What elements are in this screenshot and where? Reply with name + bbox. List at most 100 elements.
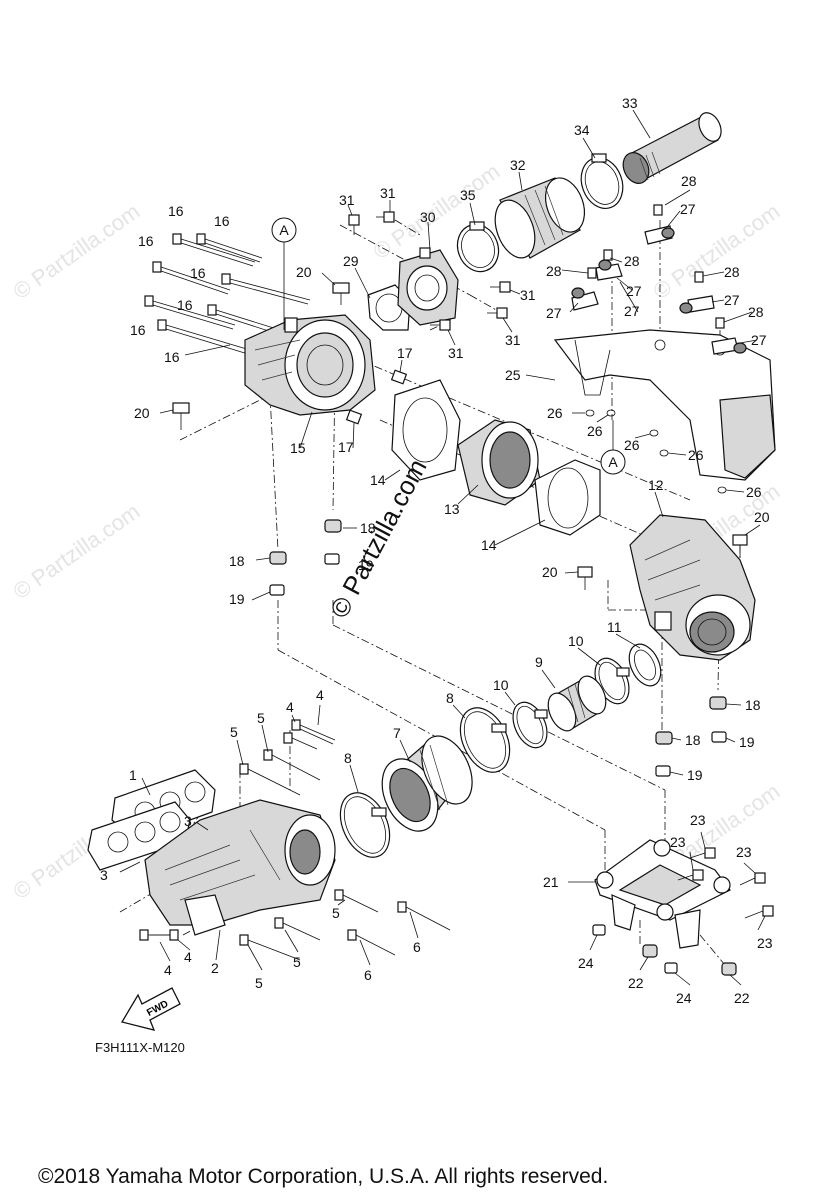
bolt-set-4-5-6 — [139, 719, 451, 961]
bolt — [152, 261, 231, 295]
bolt — [348, 214, 360, 235]
view-marker-label: A — [608, 454, 618, 470]
callout-4b: 4 — [316, 687, 324, 703]
callout-18b: 18 — [229, 553, 245, 569]
callout-19b: 19 — [358, 557, 374, 573]
callout-31c: 31 — [520, 287, 536, 303]
callout-15: 15 — [290, 440, 306, 456]
callout-2: 2 — [211, 960, 219, 976]
faint-watermark: © Partzilla.com — [9, 499, 145, 605]
callout-31b: 31 — [380, 185, 396, 201]
part-15-jet-housing — [244, 314, 376, 416]
callout-27d: 27 — [624, 303, 640, 319]
callout-4a: 4 — [286, 699, 294, 715]
callout-17b: 17 — [338, 439, 354, 455]
bolt — [207, 304, 281, 335]
bolt — [334, 889, 379, 913]
callout-23d: 23 — [757, 935, 773, 951]
callout-26c: 26 — [624, 437, 640, 453]
bolt — [744, 905, 774, 919]
callout-16e: 16 — [177, 297, 193, 313]
callout-28e: 28 — [748, 304, 764, 320]
callout-31e: 31 — [448, 345, 464, 361]
callout-27c: 27 — [546, 305, 562, 321]
callout-6b: 6 — [364, 967, 372, 983]
bolt-20-right — [577, 534, 748, 590]
bolt — [283, 732, 318, 750]
part-17-dowel-pins — [345, 369, 408, 425]
callout-16f: 16 — [130, 322, 146, 338]
part-34-hose-clamp — [580, 153, 624, 209]
faint-watermark: © Partzilla.com — [9, 199, 145, 305]
bolt-20-left — [172, 402, 190, 430]
callout-16d: 16 — [190, 265, 206, 281]
callout-5b: 5 — [230, 724, 238, 740]
bolt — [430, 319, 451, 331]
callout-14a: 14 — [370, 472, 386, 488]
callout-31a: 31 — [339, 192, 355, 208]
callout-4c: 4 — [184, 949, 192, 965]
callout-32: 32 — [510, 157, 526, 173]
bolt-20-top — [332, 282, 350, 305]
callout-3a: 3 — [184, 813, 192, 829]
callout-17a: 17 — [397, 345, 413, 361]
part-21-mount-bracket — [594, 839, 731, 949]
callout-5d: 5 — [293, 954, 301, 970]
callout-27f: 27 — [751, 332, 767, 348]
leader-lines — [119, 109, 766, 986]
part-25-top-cover — [553, 329, 776, 481]
callout-22b: 22 — [734, 990, 750, 1006]
callout-23b: 23 — [670, 834, 686, 850]
bolt — [291, 719, 336, 745]
callout-27a: 27 — [680, 201, 696, 217]
bolt — [157, 319, 251, 355]
callout-5e: 5 — [255, 975, 263, 991]
bolt-set-23 — [677, 847, 774, 919]
part-8-clamp-right — [459, 707, 511, 773]
callout-12: 12 — [648, 477, 664, 493]
part-12-nozzle-housing — [629, 514, 756, 661]
bolt — [689, 847, 716, 859]
view-marker-label: A — [279, 222, 289, 238]
callout-26b: 26 — [587, 423, 603, 439]
callout-26e: 26 — [746, 484, 762, 500]
part-33-outlet-pipe — [622, 112, 722, 184]
bolt — [677, 869, 704, 881]
callout-20a: 20 — [296, 264, 312, 280]
callout-18d: 18 — [685, 732, 701, 748]
bolt — [490, 281, 511, 293]
callout-21: 21 — [543, 874, 559, 890]
callout-18c: 18 — [745, 697, 761, 713]
callout-4d: 4 — [164, 962, 172, 978]
part-9-bellows — [547, 675, 607, 732]
bolt — [221, 273, 311, 305]
callout-25: 25 — [505, 367, 521, 383]
callout-30: 30 — [420, 209, 436, 225]
callout-9: 9 — [535, 654, 543, 670]
callout-22a: 22 — [628, 975, 644, 991]
callout-7: 7 — [393, 725, 401, 741]
bolt — [150, 929, 179, 941]
callout-11: 11 — [607, 619, 622, 635]
part-7-rubber-hose — [381, 735, 473, 832]
callout-16b: 16 — [214, 213, 230, 229]
callout-19c: 19 — [739, 734, 755, 750]
part-14-gasket-right — [534, 459, 601, 536]
part-13-spacer-duct — [457, 419, 541, 506]
callout-20c: 20 — [542, 564, 558, 580]
callout-34: 34 — [574, 122, 590, 138]
part-35-hose-clamp — [456, 221, 500, 273]
part-27-28-fasteners — [571, 204, 747, 355]
callout-3b: 3 — [100, 867, 108, 883]
callout-28b: 28 — [546, 263, 562, 279]
callout-28d: 28 — [724, 264, 740, 280]
bolt — [739, 872, 766, 886]
callout-18a: 18 — [360, 520, 376, 536]
bolt — [196, 233, 263, 263]
part-8-clamp-left — [339, 792, 391, 858]
callout-10a: 10 — [493, 677, 509, 693]
callout-23c: 23 — [736, 844, 752, 860]
bolt — [144, 295, 236, 330]
callout-8a: 8 — [446, 690, 454, 706]
